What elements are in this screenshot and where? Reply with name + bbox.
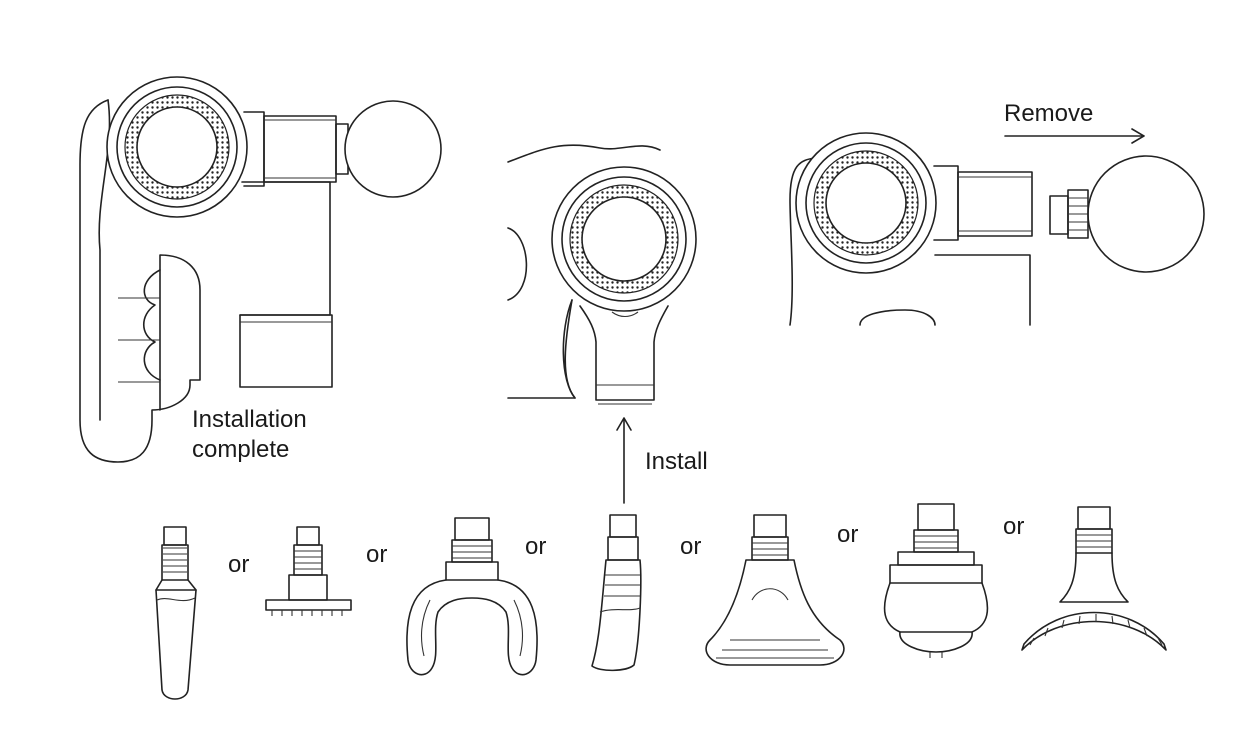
fork-head-attachment <box>406 517 538 676</box>
shovel-head-attachment <box>705 514 845 666</box>
installation-complete-label: Installation complete <box>192 405 307 465</box>
or-separator: or <box>366 541 388 568</box>
massage-gun-removal-view <box>789 132 1205 326</box>
install-label: Install <box>645 448 708 475</box>
flat-head-attachment <box>265 526 352 616</box>
installed-massage-gun <box>79 76 442 463</box>
remove-arrow <box>1004 128 1145 144</box>
angled-head-attachment <box>591 514 642 672</box>
remove-label: Remove <box>1004 100 1094 127</box>
bullet-head-attachment <box>155 526 197 700</box>
comb-head-attachment <box>1021 506 1167 651</box>
or-separator: or <box>1003 513 1025 540</box>
installation-complete-line2: complete <box>192 436 290 463</box>
or-separator: or <box>837 521 859 548</box>
massage-gun-front-view <box>507 144 697 405</box>
mushroom-head-attachment <box>883 503 989 658</box>
or-separator: or <box>228 551 250 578</box>
or-separator: or <box>680 533 702 560</box>
install-arrow <box>616 417 632 504</box>
installation-complete-line1: Installation <box>192 406 307 433</box>
or-separator: or <box>525 533 547 560</box>
